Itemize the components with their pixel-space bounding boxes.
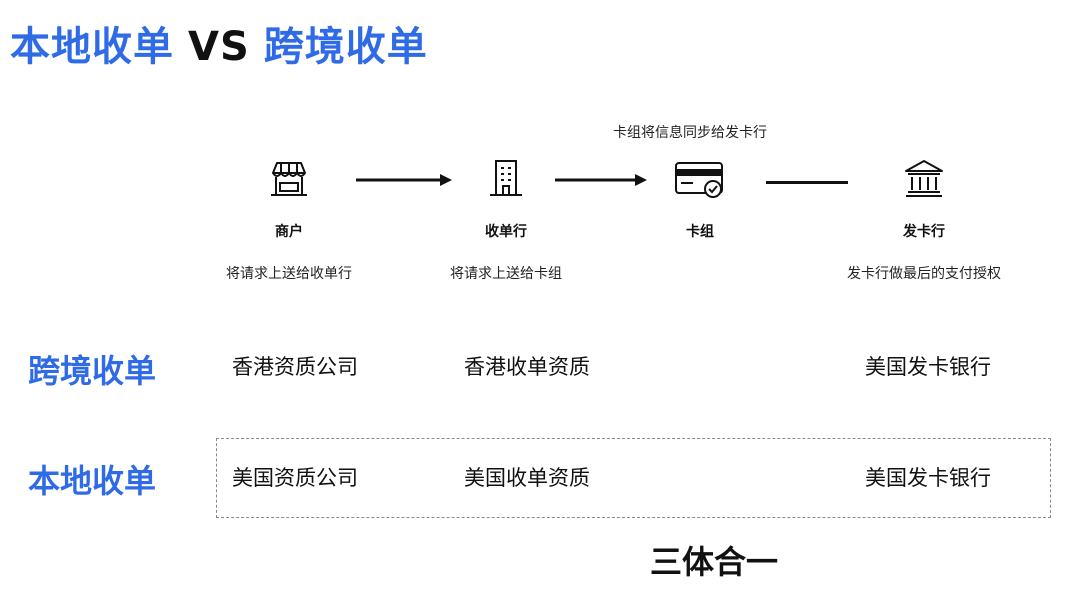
row-label-local: 本地收单 (28, 462, 157, 500)
page-title: 本地收单 VS 跨境收单 (10, 14, 428, 72)
sync-note: 卡组将信息同步给发卡行 (613, 125, 767, 141)
node-desc: 将请求上送给卡组 (450, 266, 562, 282)
node-label: 卡组 (686, 224, 714, 240)
node-acquirer: 收单行 将请求上送给卡组 (416, 157, 596, 283)
cell-issuer-bank: 美国发卡银行 (865, 355, 991, 379)
three-in-one-caption: 三体合一 (650, 543, 779, 581)
cell-merchant-qualification: 香港资质公司 (232, 355, 358, 379)
office-building-icon (416, 157, 596, 201)
cell-issuer-bank: 美国发卡银行 (865, 466, 991, 490)
title-left: 本地收单 (10, 24, 174, 70)
storefront-icon (199, 157, 379, 201)
link-network-to-issuer (766, 181, 848, 184)
cell-merchant-qualification: 美国资质公司 (232, 466, 358, 490)
node-card-network: 卡组 (610, 157, 790, 263)
three-in-one-box (216, 438, 1051, 518)
arrow-merchant-to-acquirer (356, 174, 452, 186)
row-label-cross-border: 跨境收单 (28, 352, 157, 390)
bank-icon (834, 157, 1014, 201)
arrow-acquirer-to-network (555, 174, 647, 186)
cell-acquirer-qualification: 美国收单资质 (464, 466, 590, 490)
node-desc: 发卡行做最后的支付授权 (847, 266, 1001, 282)
node-issuer: 发卡行 发卡行做最后的支付授权 (834, 157, 1014, 283)
node-merchant: 商户 将请求上送给收单行 (199, 157, 379, 283)
credit-card-icon (610, 157, 790, 201)
node-label: 收单行 (485, 224, 527, 240)
title-vs: VS (188, 24, 250, 70)
cell-acquirer-qualification: 香港收单资质 (464, 355, 590, 379)
node-desc: 将请求上送给收单行 (226, 266, 352, 282)
node-label: 发卡行 (903, 224, 945, 240)
node-label: 商户 (275, 224, 303, 240)
title-right: 跨境收单 (263, 24, 428, 70)
